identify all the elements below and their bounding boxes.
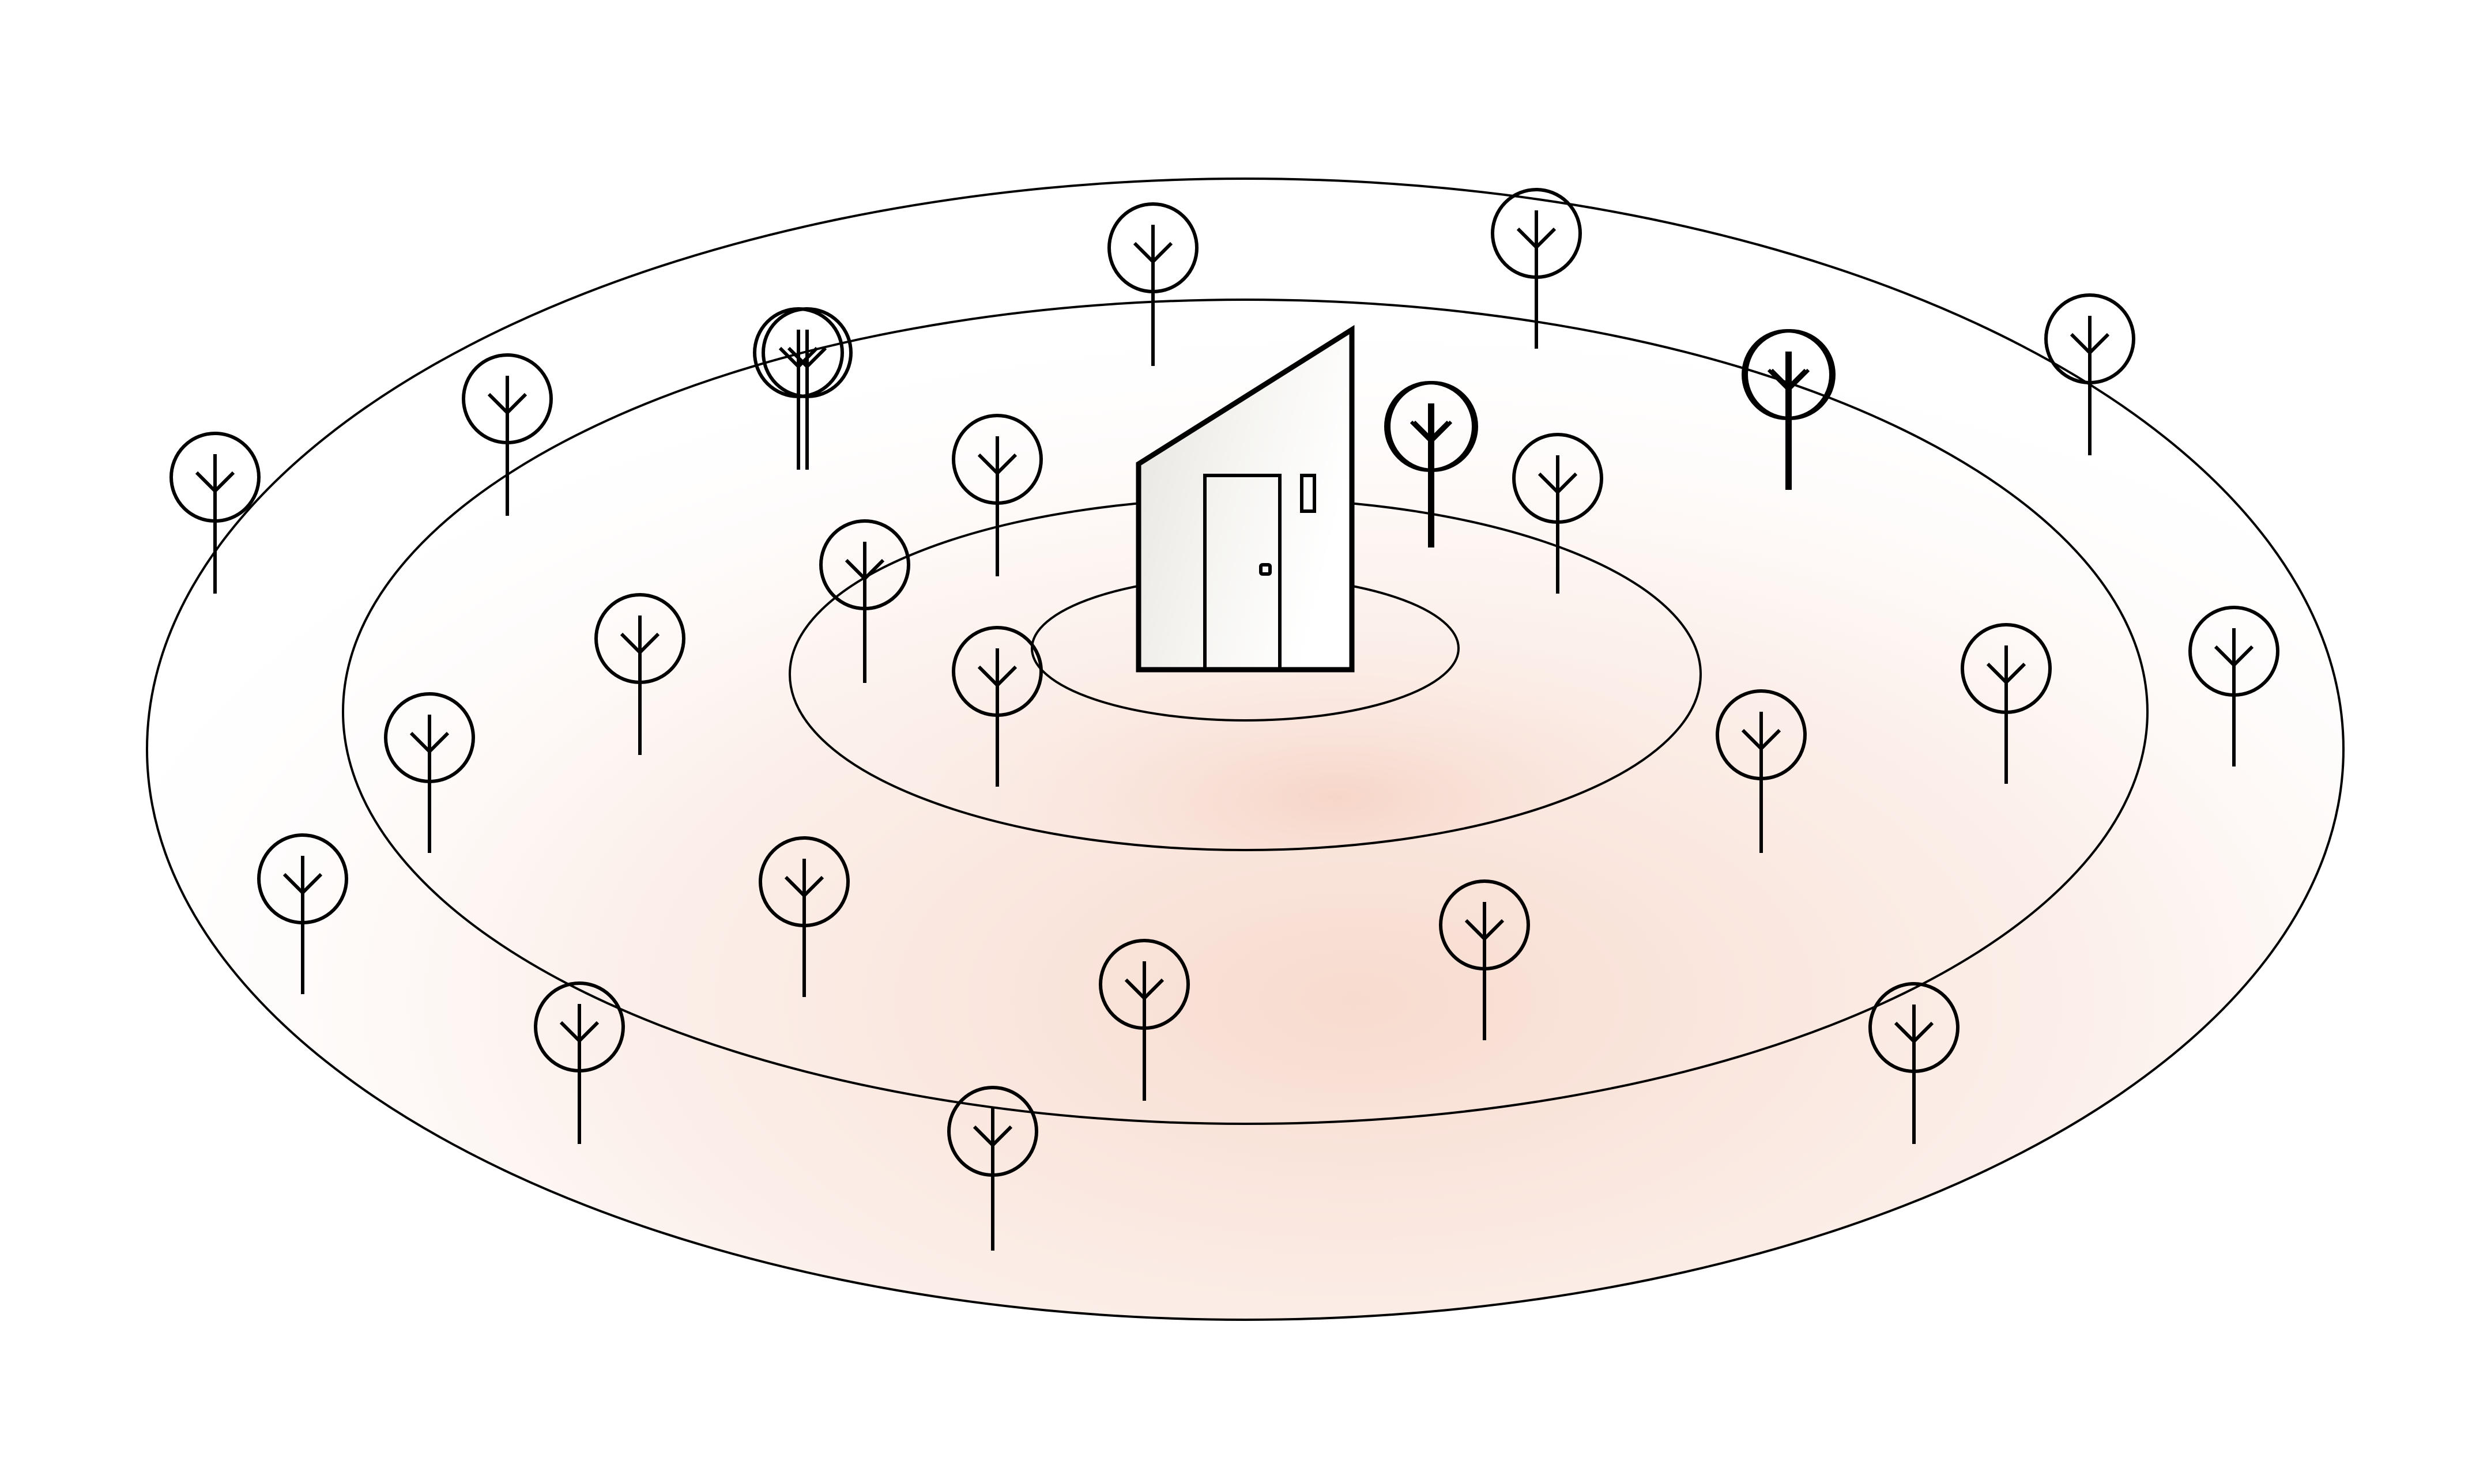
concentric-rings-diagram — [0, 0, 2472, 1484]
diagram-canvas — [0, 0, 2472, 1484]
